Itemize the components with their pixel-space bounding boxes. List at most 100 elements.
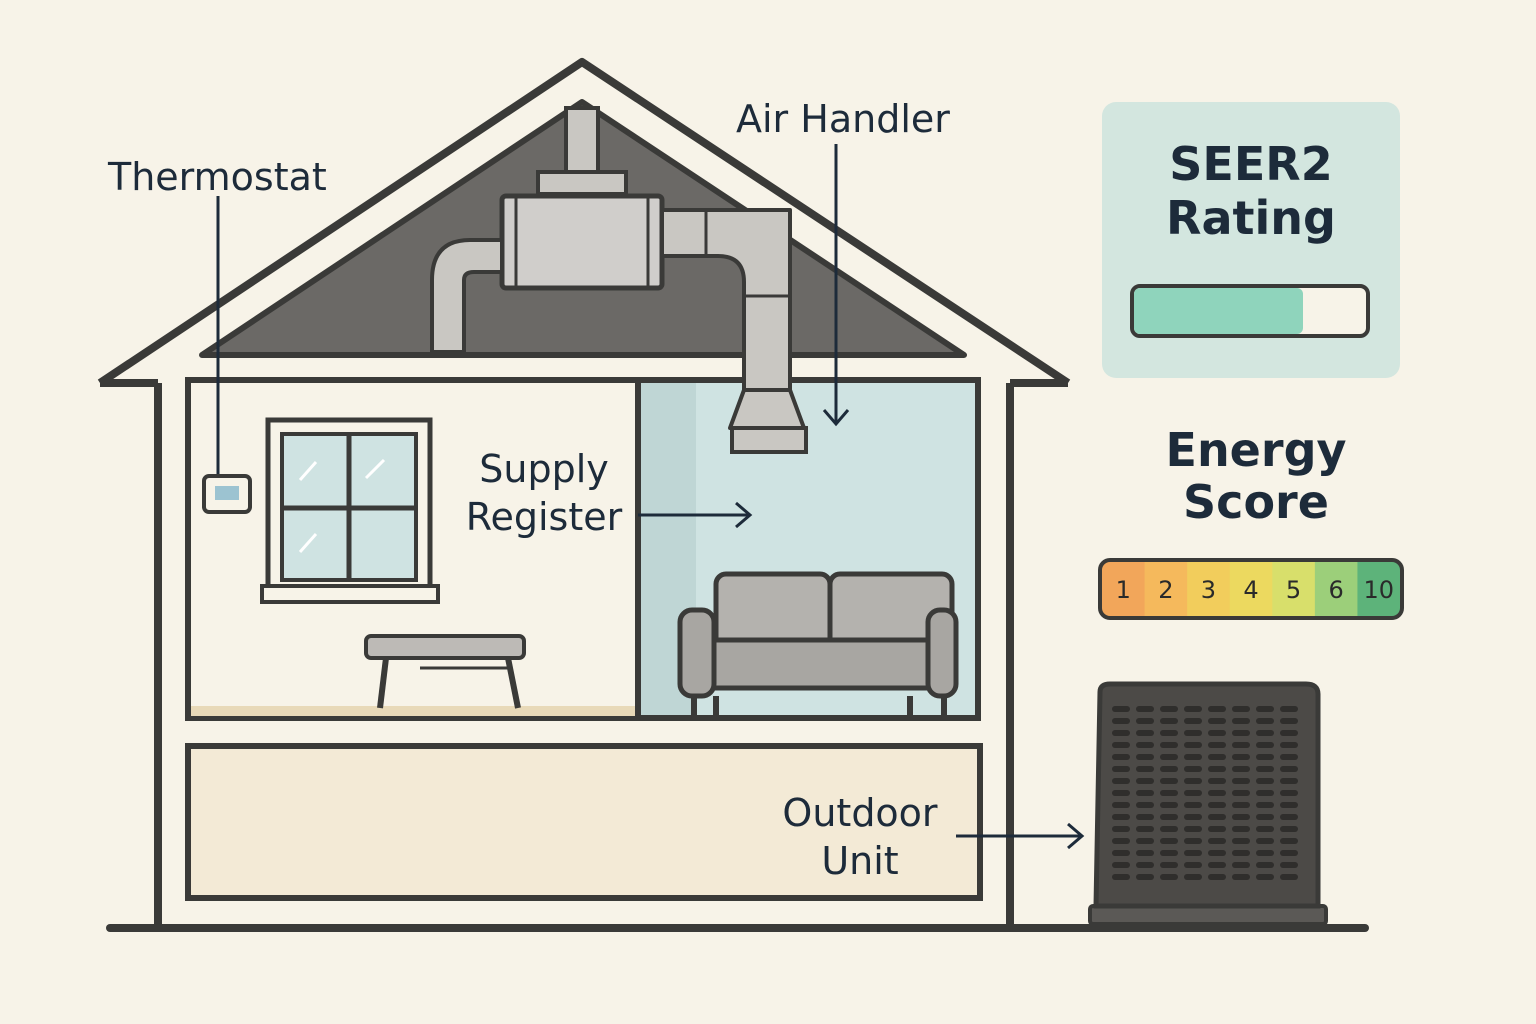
grille-slat: [1232, 838, 1250, 844]
grille-slat: [1280, 874, 1298, 880]
grille-slat: [1160, 706, 1178, 712]
energy-score-segment-label: 6: [1329, 576, 1344, 604]
grille-slat: [1112, 790, 1130, 796]
energy-score-title-line1: Energy: [1166, 423, 1347, 477]
supply-register-arrowhead: [735, 501, 753, 529]
grille-slat: [1208, 778, 1226, 784]
grille-slat: [1184, 730, 1202, 736]
grille-slat: [1280, 862, 1298, 868]
air-handler-label: Air Handler: [736, 97, 950, 141]
grille-slat: [1232, 754, 1250, 760]
supply-diffuser: [728, 388, 806, 430]
supply-register-label-line1: Supply: [479, 447, 609, 491]
energy-score-segment-label: 1: [1116, 576, 1131, 604]
glass-shine-2: [364, 458, 386, 480]
glass-shine-3: [298, 533, 318, 553]
grille-slat: [1232, 742, 1250, 748]
grille-slat: [1112, 730, 1130, 736]
grille-slat: [1160, 730, 1178, 736]
sofa: [677, 571, 959, 716]
grille-slat: [1184, 766, 1202, 772]
grille-slat: [1136, 802, 1154, 808]
grille-slat: [1136, 742, 1154, 748]
grille-slat: [1112, 754, 1130, 760]
grille-slat: [1112, 862, 1130, 868]
grille-slat: [1184, 718, 1202, 724]
grille-slat: [1256, 874, 1274, 880]
grille-slat: [1208, 874, 1226, 880]
grille-slat: [1256, 826, 1274, 832]
grille-slat: [1280, 706, 1298, 712]
outdoor-unit: [1088, 681, 1328, 926]
grille-slat: [1256, 790, 1274, 796]
sofa-arm-left: [677, 607, 717, 699]
energy-score-segment: [1229, 562, 1273, 616]
grille-slat: [1256, 730, 1274, 736]
grille-slat: [1136, 874, 1154, 880]
seer2-title-line2: Rating: [1166, 191, 1336, 245]
grille-slat: [1136, 754, 1154, 760]
grille-slat: [1256, 718, 1274, 724]
grille-slat: [1208, 802, 1226, 808]
grille-slat: [1256, 802, 1274, 808]
grille-slat: [1112, 778, 1130, 784]
grille-slat: [1232, 862, 1250, 868]
grille-slat: [1232, 814, 1250, 820]
energy-score-scale-border: [1098, 558, 1404, 620]
energy-score-segment-label: 5: [1286, 576, 1301, 604]
thermostat-screen: [215, 486, 239, 500]
basement: [185, 743, 983, 901]
grille-slat: [1232, 874, 1250, 880]
thermostat-label: Thermostat: [107, 155, 327, 199]
grille-slat: [1112, 814, 1130, 820]
table-leg-left: [377, 657, 389, 709]
grille-slat: [1280, 766, 1298, 772]
grille-slat: [1208, 742, 1226, 748]
grille-slat: [1184, 862, 1202, 868]
roof-vent: [564, 106, 600, 178]
grille-slat: [1136, 718, 1154, 724]
grille-slat: [1280, 814, 1298, 820]
grille-slat: [1160, 838, 1178, 844]
floor: [191, 706, 635, 716]
grille-slat: [1208, 826, 1226, 832]
grille-slat: [1208, 766, 1226, 772]
grille-slat: [1160, 874, 1178, 880]
grille-slat: [1280, 754, 1298, 760]
grille-slat: [1112, 826, 1130, 832]
table-leg-right: [505, 657, 521, 709]
grille-slat: [1136, 838, 1154, 844]
grille-slat: [1160, 790, 1178, 796]
outdoor-unit-base: [1088, 904, 1328, 926]
sofa-arm-right: [925, 607, 959, 699]
grille-slat: [1160, 862, 1178, 868]
grille-slat: [1256, 850, 1274, 856]
grille-slat: [1184, 874, 1202, 880]
sofa-seat: [703, 637, 941, 691]
grille-slat: [1232, 778, 1250, 784]
energy-score-segment: [1144, 562, 1188, 616]
grille-slat: [1136, 706, 1154, 712]
grille-slat: [1112, 706, 1130, 712]
grille-slat: [1136, 862, 1154, 868]
grille-slat: [1112, 802, 1130, 808]
grille-slat: [1184, 850, 1202, 856]
grille-slat: [1232, 826, 1250, 832]
grille-slat: [1184, 826, 1202, 832]
grille-slat: [1232, 766, 1250, 772]
glass-shine-1: [298, 461, 318, 481]
energy-score-segment-label: 2: [1158, 576, 1173, 604]
grille-slat: [1208, 754, 1226, 760]
grille-slat: [1136, 730, 1154, 736]
grille-slat: [1184, 742, 1202, 748]
grille-slat: [1256, 706, 1274, 712]
grille-slat: [1280, 802, 1298, 808]
grille-slat: [1256, 838, 1274, 844]
grille-slat: [1184, 790, 1202, 796]
energy-score-segment: [1102, 562, 1146, 616]
grille-slat: [1208, 838, 1226, 844]
grille-slat: [1280, 838, 1298, 844]
grille-slat: [1256, 862, 1274, 868]
